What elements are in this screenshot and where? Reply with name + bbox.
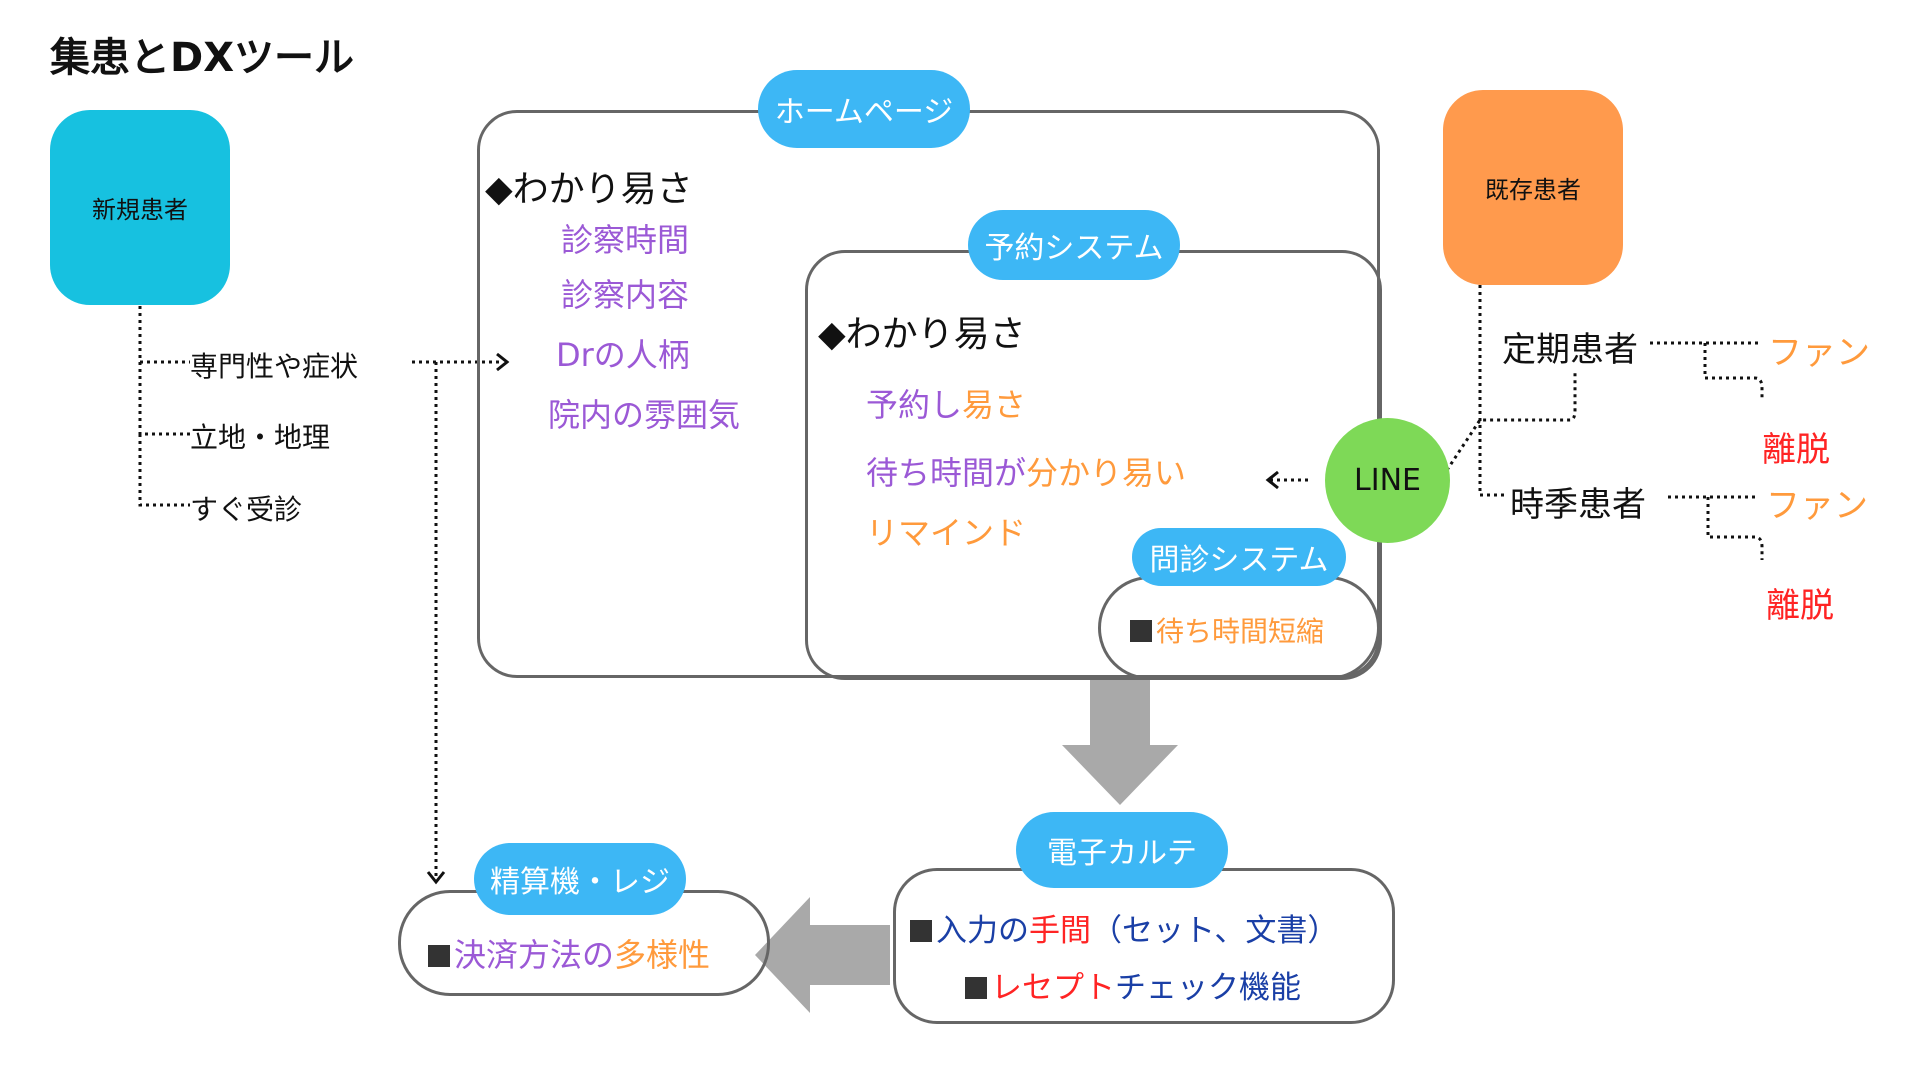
existing-patient-node: 既存患者 bbox=[1443, 90, 1623, 285]
reservation-heading: ◆わかり易さ bbox=[818, 314, 1026, 355]
regular-leave: 離脱 bbox=[1762, 430, 1830, 470]
homepage-item-doctor: Drの人柄 bbox=[556, 336, 690, 374]
reservation-item-wait: 待ち時間が分かり易い bbox=[866, 454, 1187, 492]
ehr-label: 電子カルテ bbox=[1016, 812, 1228, 888]
homepage-heading: ◆わかり易さ bbox=[485, 169, 693, 210]
left-arrow bbox=[755, 897, 890, 1013]
branch-immediate: すぐ受診 bbox=[190, 493, 303, 526]
reservation-item-ease: 予約し易さ bbox=[866, 386, 1027, 424]
monshin-item: 待ち時間短縮 bbox=[1130, 610, 1324, 650]
monshin-label: 問診システム bbox=[1132, 528, 1346, 586]
register-item: 決済方法の多様性 bbox=[428, 930, 710, 976]
homepage-label: ホームページ bbox=[758, 70, 970, 148]
branch-specialty: 専門性や症状 bbox=[190, 350, 359, 383]
ehr-item-input: 入力の手間（セット、文書） bbox=[910, 905, 1338, 950]
page-title: 集患とDXツール bbox=[50, 35, 355, 81]
reservation-label: 予約システム bbox=[968, 210, 1180, 280]
new-patient-node: 新規患者 bbox=[50, 110, 230, 305]
homepage-item-content: 診察内容 bbox=[561, 276, 690, 314]
homepage-item-atmosphere: 院内の雰囲気 bbox=[548, 396, 741, 434]
seasonal-fan: ファン bbox=[1766, 486, 1868, 526]
down-arrow bbox=[1062, 680, 1178, 805]
line-node: LINE bbox=[1325, 418, 1450, 543]
regular-fan: ファン bbox=[1768, 333, 1870, 373]
reservation-item-remind: リマインド bbox=[866, 514, 1027, 552]
ehr-item-receipt: レセプトチェック機能 bbox=[965, 962, 1301, 1007]
register-label: 精算機・レジ bbox=[474, 843, 686, 915]
homepage-item-hours: 診察時間 bbox=[561, 221, 690, 259]
seasonal-patient: 時季患者 bbox=[1510, 485, 1646, 525]
branch-location: 立地・地理 bbox=[190, 421, 331, 454]
seasonal-leave: 離脱 bbox=[1766, 586, 1834, 626]
regular-patient: 定期患者 bbox=[1502, 330, 1638, 370]
